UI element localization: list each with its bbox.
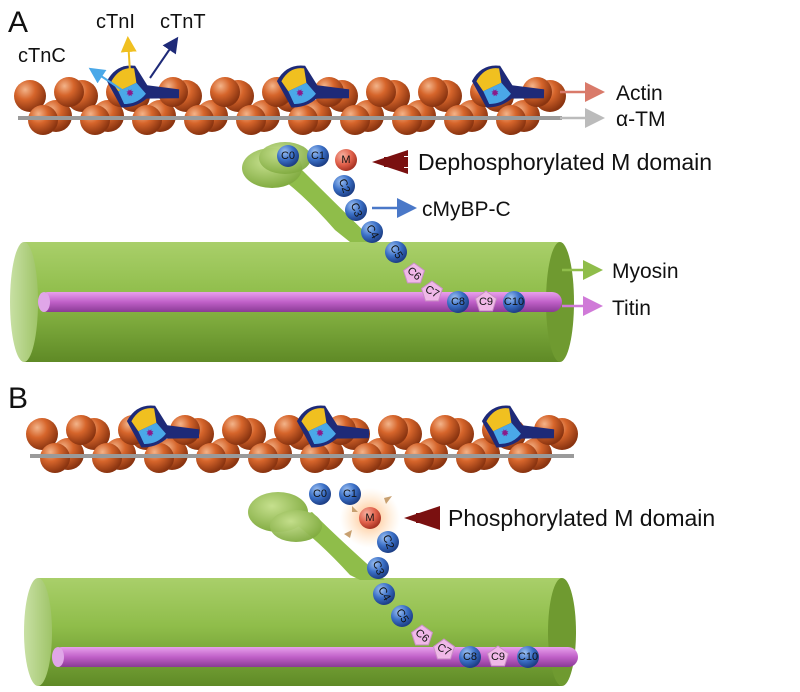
- ctnc-arrow: [88, 67, 123, 91]
- domain-c3: C3: [367, 557, 389, 579]
- domain-c10: C10: [503, 291, 525, 313]
- ctni-arrow: [120, 36, 137, 73]
- panel-b-letter: B: [8, 382, 28, 415]
- ctnt-label: cTnT: [160, 11, 206, 33]
- actin-monomer: [222, 415, 252, 445]
- ctnc-subunit: [288, 82, 316, 104]
- domain-c2: C2: [333, 175, 355, 197]
- ctnc-subunit: [308, 422, 336, 444]
- ctni-subunit: [131, 408, 157, 432]
- domain-c10: C10: [517, 646, 539, 668]
- svg-text:C2: C2: [380, 533, 396, 550]
- panel-a-letter: A: [8, 6, 28, 39]
- svg-text:C10: C10: [518, 651, 538, 663]
- ctnc-subunit: [118, 82, 146, 104]
- ctnt-arrow: [149, 36, 179, 79]
- domain-c4: C4: [373, 583, 395, 605]
- domain-c8: C8: [447, 291, 469, 313]
- ctni-subunit: [476, 68, 502, 92]
- actin-monomer: [274, 415, 304, 445]
- domain-c5: C5: [385, 241, 407, 263]
- domain-c3: C3: [345, 199, 367, 221]
- ctni-subunit: [111, 68, 137, 92]
- actin-monomer: [378, 415, 408, 445]
- phospho-arrow-1: [352, 506, 358, 512]
- troponin-complex: ✸: [481, 405, 555, 448]
- actin-monomer: [54, 77, 84, 107]
- domain-c5: C5: [391, 605, 413, 627]
- actin-monomer: [14, 80, 46, 112]
- myosin-filament-b: [24, 578, 576, 686]
- domain-c2: C2: [377, 531, 399, 553]
- troponin-complex: ✸: [296, 405, 370, 448]
- domain-c4: C4: [361, 221, 383, 243]
- domain-m: M: [359, 507, 381, 529]
- troponin-complexes-a: ✸ ✸ ✸: [106, 65, 545, 108]
- domain-c9: C9: [486, 645, 510, 667]
- m-domain-label-b: Phosphorylated M domain: [448, 505, 715, 531]
- troponin-complexes-b: ✸ ✸ ✸: [126, 405, 555, 448]
- svg-text:C9: C9: [479, 296, 493, 308]
- domain-c6: C6: [402, 262, 426, 284]
- domain-c7: C7: [420, 280, 444, 302]
- actin-monomer: [26, 418, 58, 450]
- domain-c0: C0: [309, 483, 331, 505]
- svg-text:C2: C2: [336, 177, 352, 194]
- svg-text:C1: C1: [311, 150, 325, 162]
- svg-text:M: M: [365, 512, 374, 524]
- m-domain-pointer-a-bar: [384, 157, 408, 167]
- svg-text:C0: C0: [313, 488, 327, 500]
- ctni-subunit: [486, 408, 512, 432]
- actin-monomer: [66, 415, 96, 445]
- ctnc-subunit: [138, 422, 166, 444]
- domain-c1: C1: [339, 483, 361, 505]
- m-domain-label-a: Dephosphorylated M domain: [418, 149, 712, 175]
- svg-text:C9: C9: [491, 651, 505, 663]
- svg-text:C1: C1: [343, 488, 357, 500]
- actin-monomer: [366, 77, 396, 107]
- phospho-arrow-2: [384, 496, 392, 504]
- actin-label: Actin: [616, 82, 663, 105]
- m-domain-pointer-b-bar: [416, 513, 440, 523]
- ctni-subunit: [301, 408, 327, 432]
- domain-c0: C0: [277, 145, 299, 167]
- ctnc-subunit: [483, 82, 511, 104]
- domain-c7: C7: [432, 638, 456, 660]
- ctnc-subunit: [493, 422, 521, 444]
- domain-c6: C6: [410, 624, 434, 646]
- svg-text:C3: C3: [370, 559, 386, 576]
- ctnc-label: cTnC: [18, 45, 66, 67]
- actin-monomer: [430, 415, 460, 445]
- troponin-complex: ✸: [126, 405, 200, 448]
- domain-c1: C1: [307, 145, 329, 167]
- troponin-complex: ✸: [106, 65, 180, 108]
- domain-c8: C8: [459, 646, 481, 668]
- svg-text:M: M: [341, 154, 350, 166]
- myosin-head-b: [248, 492, 385, 580]
- actin-monomer: [418, 77, 448, 107]
- tm-label: α-TM: [616, 108, 665, 131]
- ctni-label: cTnI: [96, 11, 135, 33]
- domain-c9: C9: [474, 290, 498, 312]
- mybpc-label: cMyBP-C: [422, 198, 511, 221]
- svg-text:C8: C8: [451, 296, 465, 308]
- svg-text:C3: C3: [348, 201, 364, 218]
- titin-label: Titin: [612, 297, 651, 320]
- domain-m: M: [335, 149, 357, 171]
- troponin-complex: ✸: [471, 65, 545, 108]
- ctni-subunit: [281, 68, 307, 92]
- myosin-label: Myosin: [612, 260, 679, 283]
- svg-text:C10: C10: [504, 296, 524, 308]
- actin-monomer: [210, 77, 240, 107]
- svg-text:C8: C8: [463, 651, 477, 663]
- svg-text:C0: C0: [281, 150, 295, 162]
- troponin-complex: ✸: [276, 65, 350, 108]
- phospho-arrow-3: [344, 530, 352, 538]
